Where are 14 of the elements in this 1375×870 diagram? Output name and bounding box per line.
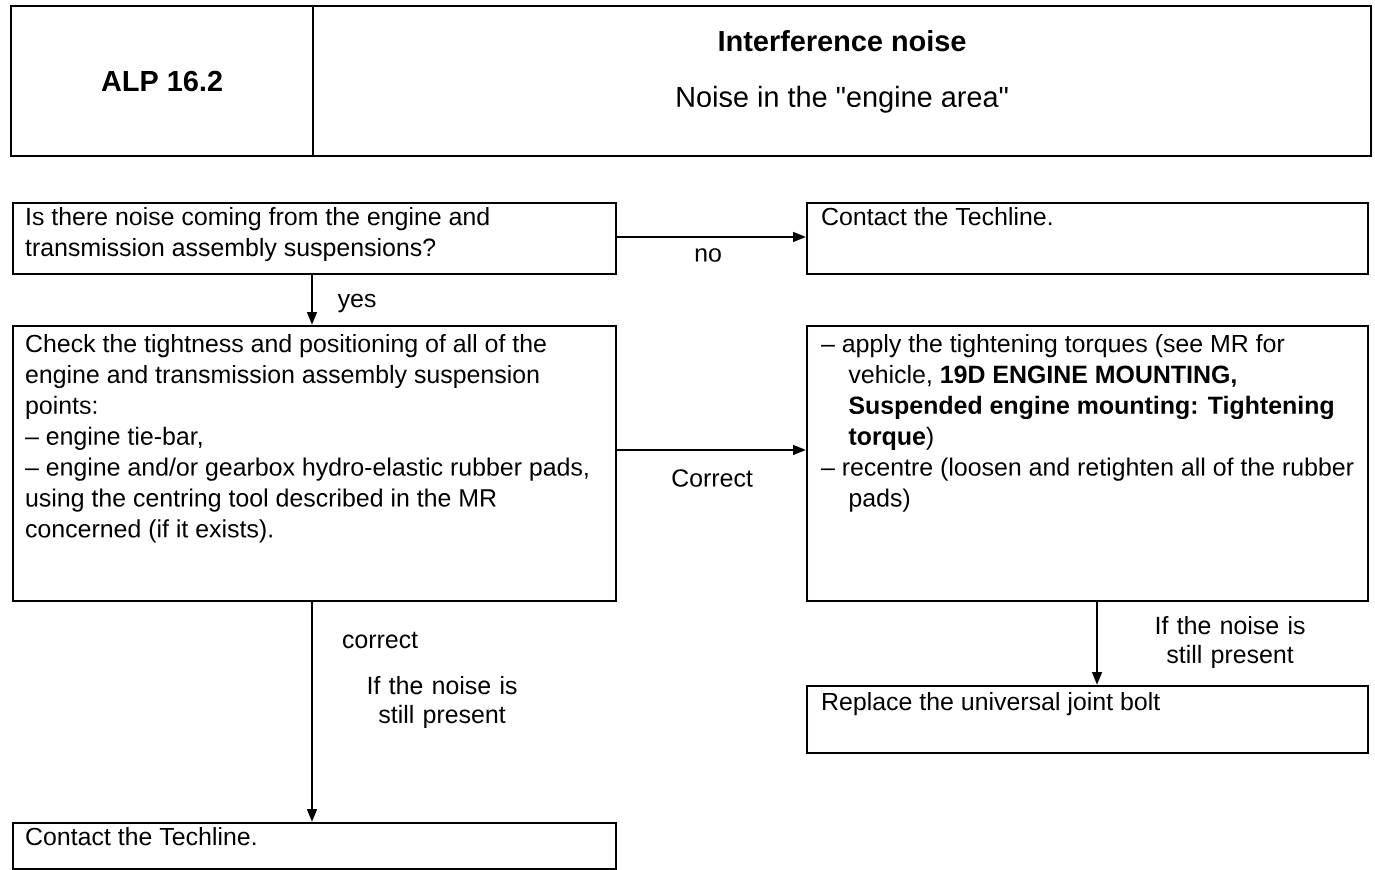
edge-label: correct <box>343 631 418 649</box>
process-box: Replace the universal joint bolt <box>806 685 1370 754</box>
edge-label: If the noise is still present <box>1156 615 1305 669</box>
edge-label: no <box>695 248 721 262</box>
edge-label: yes <box>337 293 376 313</box>
process-box: – apply the tightening torques (see MR for vehicle, 19D ENGINE MOUNTING, Suspended engine mounting: Tightening torque) – recentre (loosen and retighten all of the rubber pads) <box>806 325 1370 602</box>
header-cell: ALP 16.2 <box>10 5 314 157</box>
process-box: Contact the Techline. <box>806 202 1370 275</box>
edge-label: Correct <box>672 469 753 487</box>
header-cell: Interference noise Noise in the "engine area" <box>312 5 1373 157</box>
note-text: If the noise is still present <box>368 675 517 729</box>
question-box: Is there noise coming from the engine and transmission assembly suspensions? <box>12 202 617 275</box>
process-box: Contact the Techline. <box>12 822 617 870</box>
process-box: Check the tightness and positioning of all of the engine and transmission assembly suspension points: – engine tie-bar, – engine and/or gearbox hydro-elastic rubber pads, using the centring tool described in the MR concerned (if it exists). <box>12 325 617 602</box>
